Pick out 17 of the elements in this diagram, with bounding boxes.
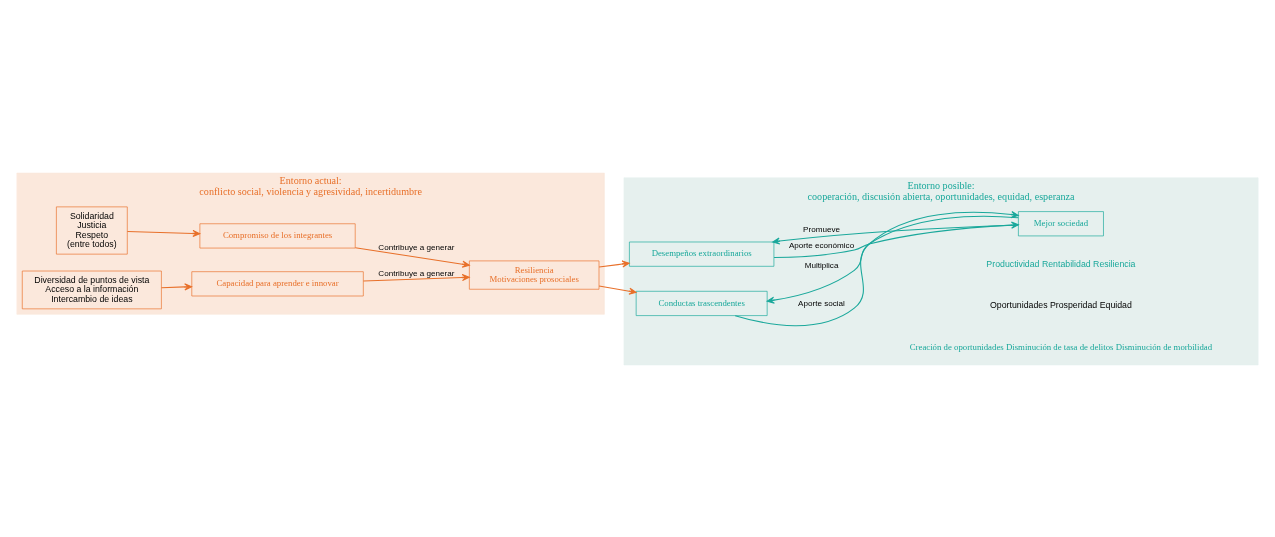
node-box: Capacidad para aprender e innovar bbox=[191, 270, 364, 296]
node-box: Diversidad de puntos de vista Acceso a la información Intercambio de ideas bbox=[21, 270, 162, 309]
label: Productividad Rentabilidad Resiliencia bbox=[986, 258, 1136, 269]
arrow bbox=[160, 282, 193, 290]
label: Oportunidades Prosperidad Equidad bbox=[990, 299, 1132, 310]
node-box: Solidaridad Justicia Respeto (entre todos) bbox=[56, 206, 128, 254]
node-box: Compromiso de los integrantes bbox=[199, 222, 356, 248]
arrow bbox=[362, 273, 470, 281]
node-box: Resiliencia Motivaciones prosociales bbox=[469, 260, 600, 290]
node-box: Conductas trascendentes bbox=[635, 290, 768, 316]
arrow bbox=[354, 246, 470, 268]
node-box: Desempeños extraordinarios bbox=[629, 241, 775, 267]
node-box: Mejor sociedad bbox=[1018, 210, 1104, 236]
label: Creación de oportunidades Disminución de tasa de delitos Disminución de morbilidad bbox=[909, 341, 1213, 352]
arrow bbox=[598, 259, 630, 268]
arrow bbox=[126, 229, 201, 237]
arrow bbox=[598, 285, 637, 295]
